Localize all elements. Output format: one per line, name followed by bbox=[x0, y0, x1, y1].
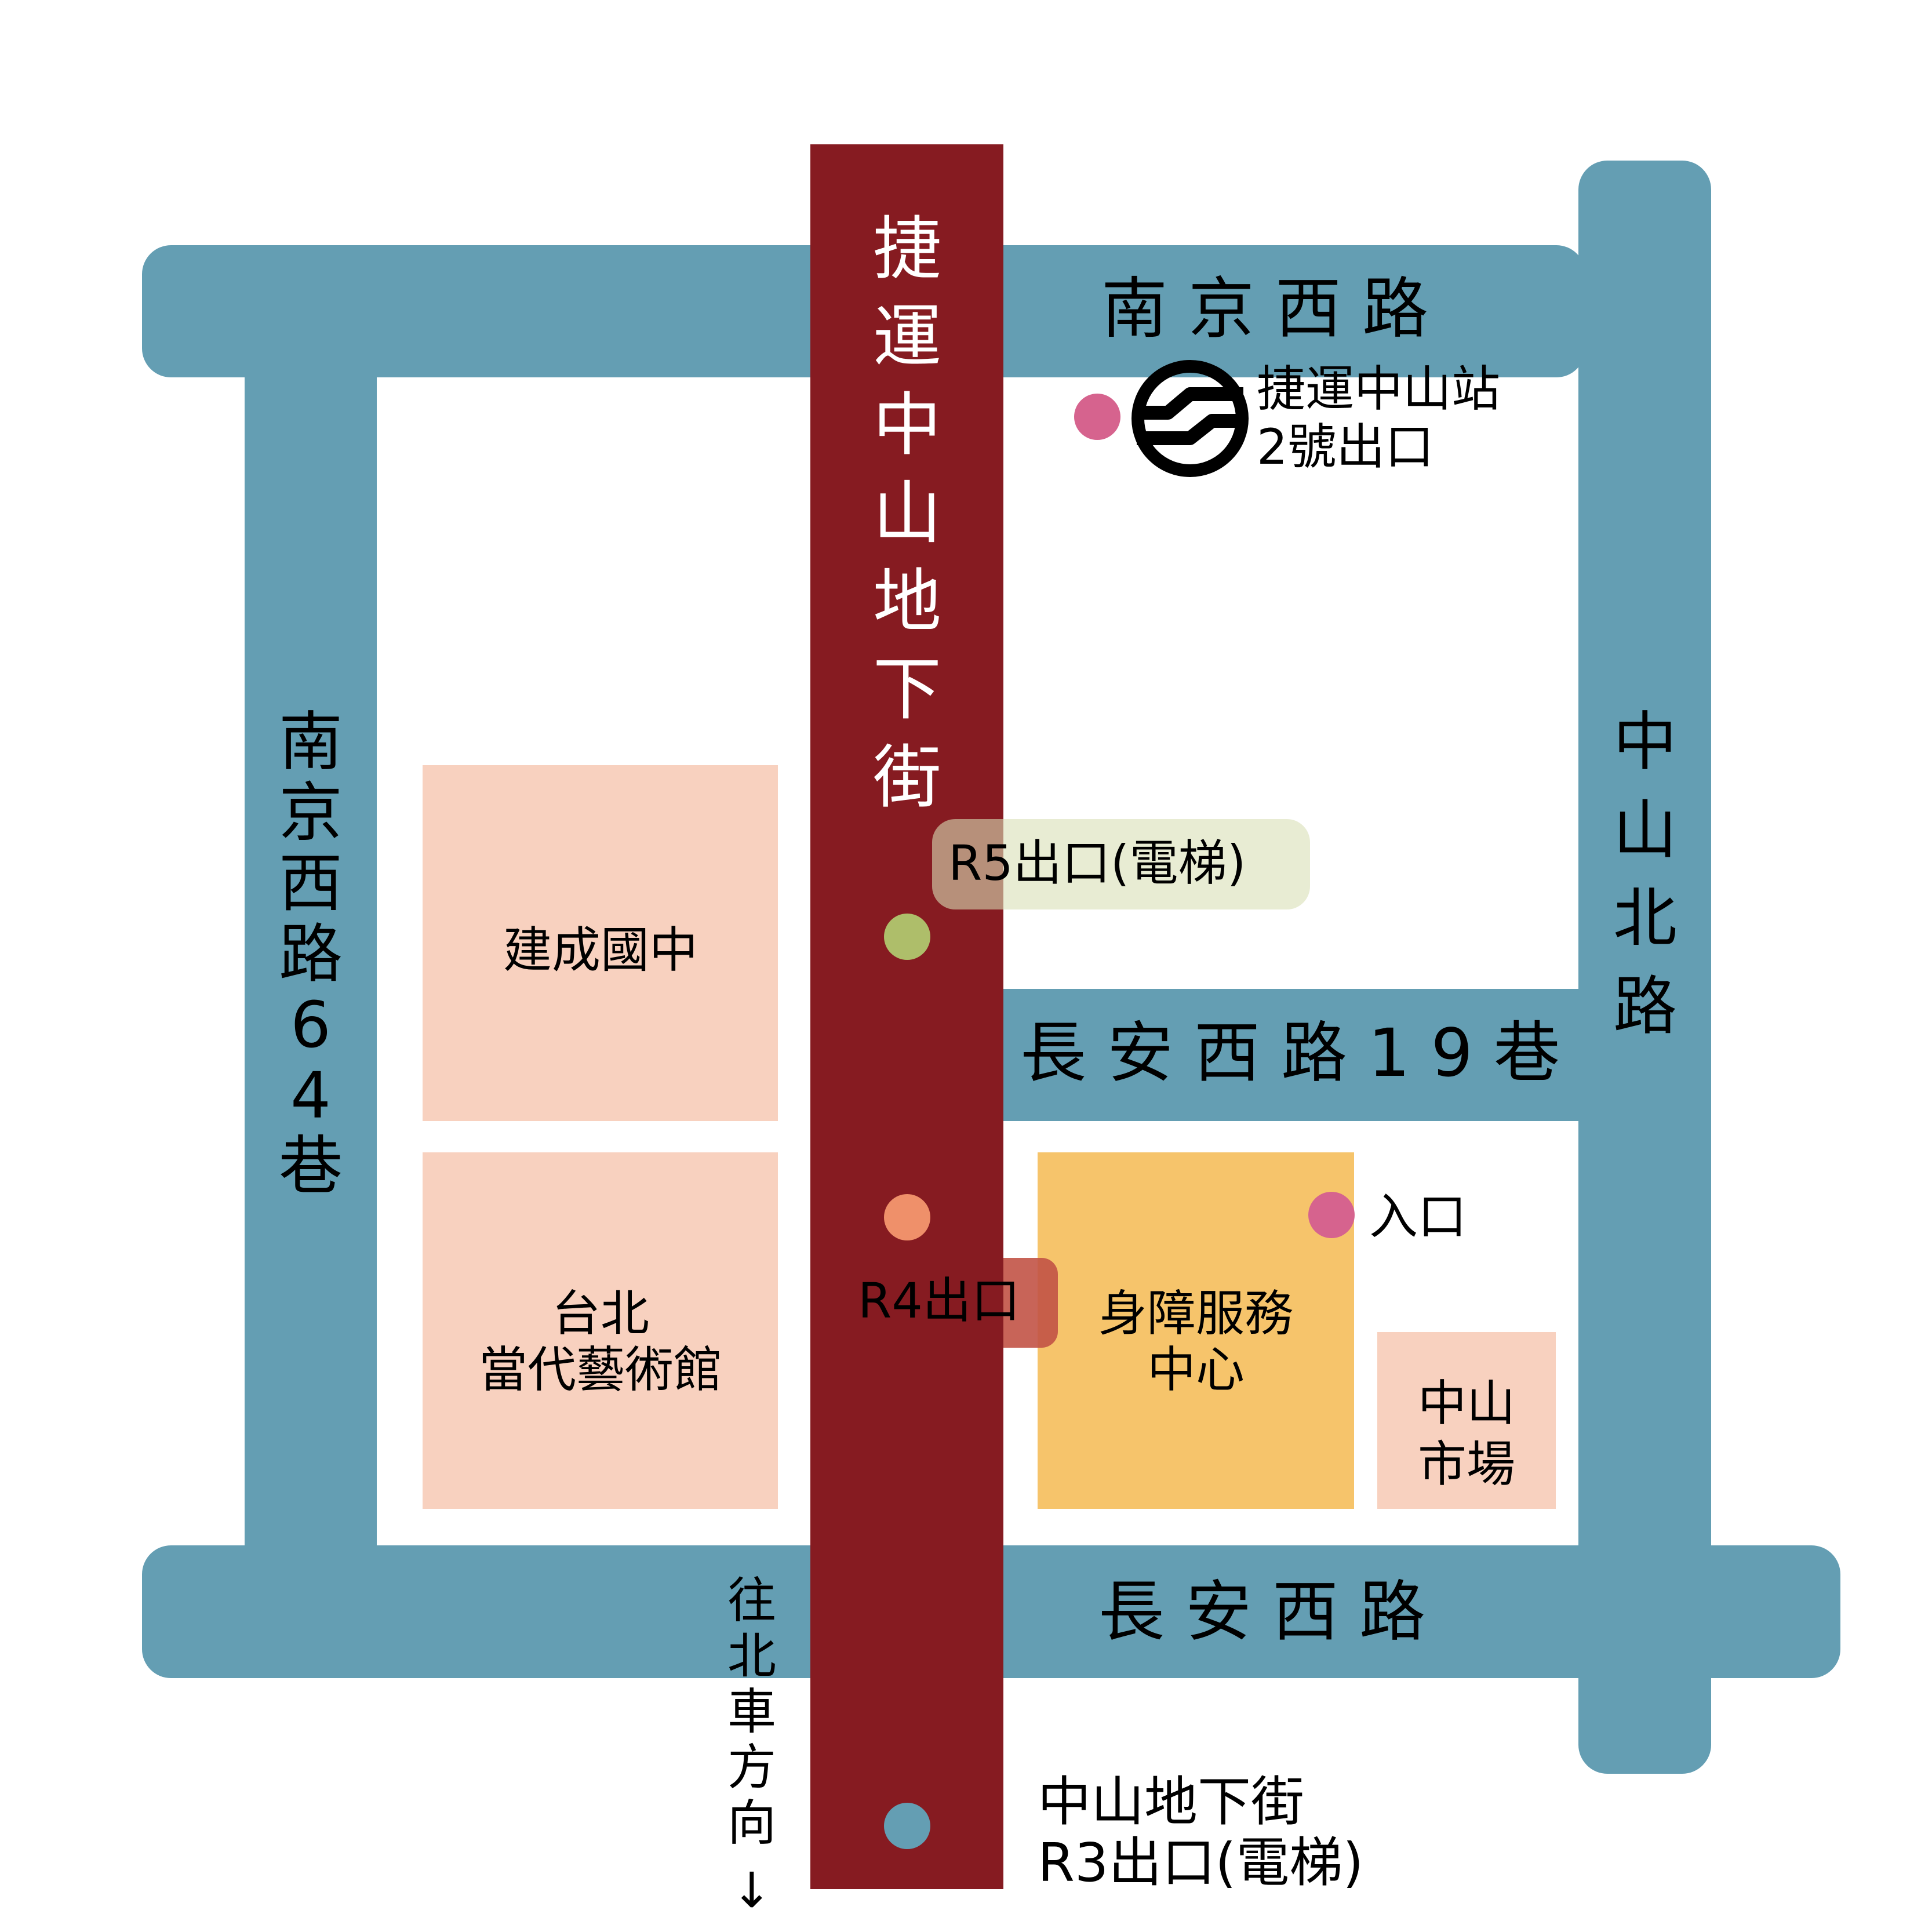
lane64-label-char: 6 bbox=[290, 988, 331, 1062]
r5-label-bg bbox=[932, 819, 1310, 909]
r3-exit-label-line2: R3出口(電梯) bbox=[1038, 1832, 1363, 1894]
lane64-label-char: 京 bbox=[279, 776, 343, 850]
buildings bbox=[423, 765, 1556, 1509]
zhongshan-north-label-char: 中 bbox=[1613, 705, 1677, 779]
label-nanjing-west-road: 南京西路 bbox=[1101, 270, 1449, 347]
r5-exit-label: R5出口(電梯) bbox=[948, 835, 1246, 892]
block-moca-taipei bbox=[423, 1152, 778, 1509]
block-jiancheng-school bbox=[423, 765, 778, 1121]
label-changan-west-road: 長安西路 bbox=[1098, 1573, 1446, 1650]
road-changan-west-lane19 bbox=[956, 989, 1594, 1121]
roads bbox=[142, 161, 1840, 1774]
station-exit-2-marker bbox=[1074, 394, 1120, 440]
lane64-label-char: 南 bbox=[279, 705, 343, 779]
direction-char: 向 bbox=[727, 1795, 776, 1851]
label-service-center-line2: 中心 bbox=[1147, 1341, 1245, 1398]
label-jiancheng-school: 建成國中 bbox=[503, 922, 698, 978]
direction-char: 車 bbox=[727, 1683, 776, 1740]
zhongshan-north-label-char: 山 bbox=[1613, 793, 1677, 867]
mall-name-char: 捷 bbox=[873, 209, 941, 289]
label-moca-line1: 台北 bbox=[552, 1285, 649, 1342]
lane64-label-char: 巷 bbox=[279, 1129, 343, 1203]
station-label-line1: 捷運中山站 bbox=[1257, 361, 1500, 417]
label-market-line1: 中山 bbox=[1418, 1375, 1515, 1432]
mall-name-char: 地 bbox=[873, 561, 941, 641]
r5-exit-marker bbox=[884, 914, 930, 960]
zhongshan-north-label-char: 路 bbox=[1613, 969, 1677, 1043]
label-service-center-line1: 身障服務 bbox=[1098, 1285, 1293, 1342]
mall-name-char: 山 bbox=[873, 473, 941, 553]
direction-char: 往 bbox=[727, 1572, 776, 1629]
r3-exit-marker bbox=[884, 1803, 930, 1849]
direction-arrow-icon: ↓ bbox=[732, 1862, 772, 1919]
zhongshan-north-label-char: 北 bbox=[1613, 881, 1677, 955]
mall-name-char: 街 bbox=[873, 737, 941, 817]
r4-exit-label: R4出口 bbox=[858, 1272, 1020, 1329]
lane64-label-char: 西 bbox=[279, 846, 343, 920]
block-zhongshan-market bbox=[1377, 1332, 1556, 1509]
r4-exit-marker bbox=[884, 1194, 930, 1240]
lane64-label-char: 路 bbox=[279, 917, 343, 991]
entrance-label: 入口 bbox=[1369, 1188, 1467, 1245]
label-market-line2: 市場 bbox=[1418, 1436, 1515, 1493]
station-label-line2: 2號出口 bbox=[1257, 419, 1433, 475]
lane64-label-char: 4 bbox=[290, 1058, 331, 1133]
r3-exit-label-line1: 中山地下街 bbox=[1038, 1771, 1304, 1833]
road-zhongshan-north bbox=[1578, 161, 1711, 1774]
entrance-marker bbox=[1308, 1192, 1355, 1238]
direction-char: 方 bbox=[727, 1739, 776, 1796]
metro-logo-icon bbox=[1131, 360, 1249, 477]
direction-char: 北 bbox=[727, 1628, 776, 1684]
markers bbox=[884, 394, 1355, 1849]
mall-name-char: 中 bbox=[873, 385, 941, 465]
block-service-center bbox=[1038, 1152, 1354, 1509]
mall-name-char: 運 bbox=[873, 297, 941, 377]
road-nanjing-west-lane64 bbox=[245, 301, 377, 1571]
label-moca-line2: 當代藝術館 bbox=[479, 1341, 722, 1398]
mall-name-char: 下 bbox=[873, 649, 941, 729]
label-changan-west-lane19: 長安西路19巷 bbox=[1020, 1014, 1581, 1091]
underground-mall-strip bbox=[810, 144, 1003, 1889]
